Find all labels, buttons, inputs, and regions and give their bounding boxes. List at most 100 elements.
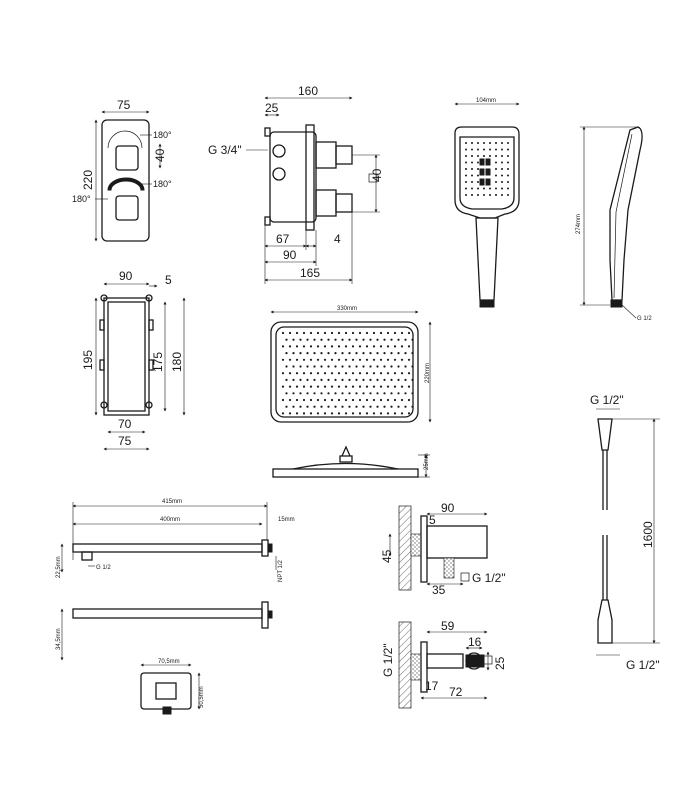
hand-nozzle-dot — [489, 155, 491, 157]
nozzle-dot — [379, 358, 383, 361]
hand-nozzle-dot — [495, 168, 497, 170]
box-height-mid-label: 175 — [151, 352, 165, 372]
side-height-label: 40 — [370, 168, 384, 182]
nozzle-dot — [355, 365, 358, 368]
nozzle-dot — [400, 412, 404, 415]
nozzle-dot — [351, 398, 355, 402]
nozzle-dot — [400, 385, 404, 388]
shower-arm-side: 34,5mm — [56, 601, 273, 661]
mixer-knob-top — [115, 145, 139, 171]
nozzle-dot — [306, 378, 309, 381]
side-total-label: 160 — [298, 84, 318, 98]
hand-shower-front: 104mm — [454, 98, 520, 308]
nozzle-dot — [281, 412, 285, 415]
hand-nozzle-dot — [495, 174, 497, 177]
nozzle-dot — [348, 338, 351, 341]
nozzle-dot — [334, 378, 337, 381]
nozzle-dot — [334, 405, 337, 408]
nozzle-dot — [288, 385, 292, 388]
hand-nozzle-dot — [483, 155, 485, 157]
nozzle-dot — [344, 412, 348, 415]
hand-nozzle-dot — [507, 174, 509, 177]
nozzle-dot — [302, 412, 306, 415]
nozzle-dot — [309, 372, 313, 375]
nozzle-dot — [334, 392, 337, 395]
nozzle-dot — [358, 331, 362, 335]
shower-arm-top: 415mm 400mm 15mm 22,5mm G 1/2 NPT 1/2 — [56, 499, 295, 582]
hand-nozzle-dot — [465, 194, 467, 196]
hand-width-label: 104mm — [476, 98, 496, 104]
nozzle-dot — [404, 352, 407, 355]
nozzle-dot — [383, 378, 386, 381]
nozzle-dot — [323, 331, 327, 335]
nozzle-dot — [327, 365, 330, 368]
nozzle-dot — [344, 345, 348, 348]
nozzle-dot — [281, 372, 285, 375]
concealed-box: 90 5 195 175 180 70 75 — [81, 269, 186, 451]
nozzle-dot — [376, 392, 379, 395]
hand-nozzle-dot — [471, 155, 473, 157]
nozzle-dot — [295, 331, 299, 335]
angle-left-label: 180° — [72, 194, 91, 204]
side-d4-label: 165 — [300, 266, 320, 280]
nozzle-dot — [407, 372, 411, 375]
nozzle-dot — [407, 398, 411, 402]
nozzle-dot — [316, 358, 320, 361]
nozzle-dot — [292, 352, 295, 355]
nozzle-dot — [383, 365, 386, 368]
nozzle-dot — [351, 372, 355, 375]
hand-nozzle-dot — [495, 187, 497, 190]
nozzle-dot — [306, 338, 309, 341]
nozzle-dot — [316, 385, 320, 388]
hand-nozzle-dot — [507, 142, 509, 144]
hand-shower-handle — [475, 217, 499, 301]
mixer-front-view: 75 220 180° 40 180° 180° — [72, 98, 172, 242]
nozzle-dot — [411, 378, 414, 381]
nozzle-dot — [383, 392, 386, 395]
nozzle-dot — [285, 392, 288, 395]
nozzle-dot — [365, 412, 369, 415]
side-d3-label: 90 — [283, 248, 297, 262]
nozzle-dot — [407, 412, 411, 415]
hand-nozzle-dot — [465, 161, 467, 164]
nozzle-dot — [379, 385, 383, 388]
shower-hose: G 1/2" 1600 G 1/2" — [590, 393, 660, 672]
hose-thread-bottom-label: G 1/2" — [626, 658, 660, 672]
nozzle-dot — [372, 331, 376, 335]
nozzle-dot — [393, 372, 397, 375]
nozzle-dot — [330, 345, 334, 348]
nozzle-dot — [288, 398, 292, 402]
nozzle-dot — [309, 385, 313, 388]
mixer-knob-bottom — [115, 195, 139, 221]
nozzle-dot — [404, 338, 407, 341]
hand-nozzle-dot — [501, 161, 503, 164]
nozzle-dot — [337, 372, 341, 375]
mixer-width-label: 75 — [117, 98, 131, 112]
nozzle-dot — [348, 378, 351, 381]
nozzle-dot — [365, 358, 369, 361]
nozzle-dot — [330, 358, 334, 361]
arm-thread-b-label: NPT 1/2 — [278, 559, 284, 582]
hand-nozzle-dot — [477, 168, 479, 170]
nozzle-dot — [337, 385, 341, 388]
hand-nozzle-dot — [507, 168, 509, 170]
outlet-length-label: 59 — [441, 619, 455, 633]
nozzle-dot — [295, 372, 299, 375]
arm-side-label: 34,5mm — [56, 628, 62, 650]
hand-nozzle-dot — [483, 187, 485, 190]
rain-depth-label: 220mm — [425, 363, 431, 383]
hose-length-label: 1600 — [641, 521, 655, 548]
nozzle-dot — [383, 405, 386, 408]
nozzle-dot — [365, 331, 369, 335]
nozzle-dot — [393, 385, 397, 388]
nozzle-dot — [376, 365, 379, 368]
hand-thread-label: G 1/2 — [637, 316, 652, 322]
nozzle-dot — [397, 365, 400, 368]
hand-nozzle-dot — [501, 168, 503, 170]
nozzle-dot — [320, 365, 323, 368]
nozzle-dot — [372, 385, 376, 388]
arm-total-label: 415mm — [162, 499, 182, 505]
nozzle-dot — [320, 338, 323, 341]
nozzle-dot — [337, 412, 341, 415]
nozzle-dot — [369, 338, 372, 341]
